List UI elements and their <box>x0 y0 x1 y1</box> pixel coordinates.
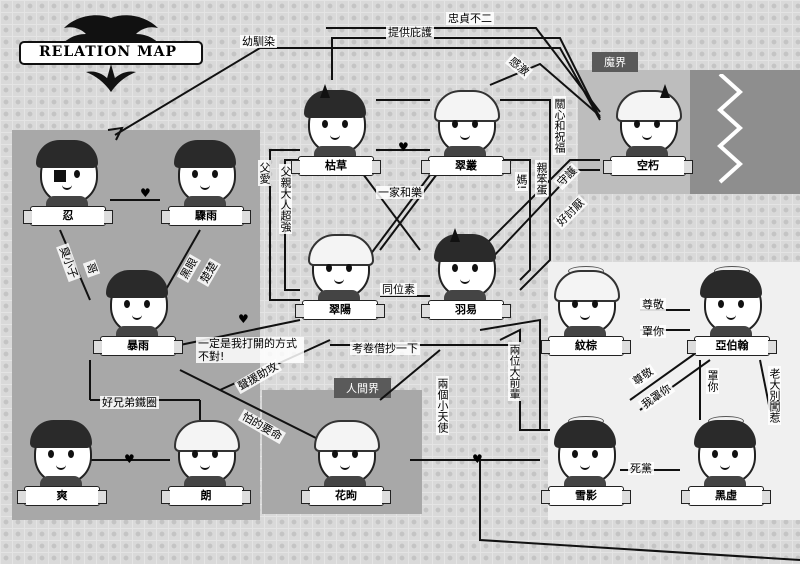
character-name: 紋棕 <box>541 336 631 356</box>
character-node-cuicong[interactable]: 翠叢 <box>420 90 511 180</box>
heart-icon: ♥ <box>398 140 409 154</box>
edge-label-xiaotianshi: 兩個小天使 <box>436 376 449 435</box>
character-name: 爽 <box>17 486 107 506</box>
character-node-yuyi[interactable]: 羽易 <box>420 228 511 324</box>
character-node-cuiyang[interactable]: 翠陽 <box>294 234 385 324</box>
edge-label-zhongzhenbuer: 忠貞不二 <box>446 12 494 25</box>
edge-label-youxunran: 幼馴染 <box>240 35 277 48</box>
edge-label-laoda: 老大別闖惹 <box>768 366 781 425</box>
edge-label-tongweisu: 同位素 <box>380 283 417 296</box>
edge-label-ma: 媽! <box>515 172 528 192</box>
heart-icon: ♥ <box>124 452 135 466</box>
character-name: 羽易 <box>421 300 511 320</box>
edge-label-guanxinhezhufu: 關心和祝福 <box>553 96 566 155</box>
character-node-xueying[interactable]: 雪影 <box>540 416 631 510</box>
character-node-ren[interactable]: 忍 <box>22 140 113 230</box>
character-node-kongxiu[interactable]: 空朽 <box>602 84 693 180</box>
edge-label-qinbendan: 親笨蛋 <box>535 160 548 197</box>
character-name: 暴雨 <box>93 336 183 356</box>
character-node-yabohan[interactable]: 亞伯翰 <box>686 266 777 360</box>
heart-icon: ♥ <box>472 452 483 466</box>
character-node-kucao[interactable]: 枯草 <box>290 84 381 180</box>
character-node-wenzong[interactable]: 紋棕 <box>540 266 631 360</box>
edge-label-yijiaheyue: 一家和樂 <box>376 186 424 199</box>
character-node-huaxu[interactable]: 花昫 <box>300 420 391 510</box>
zone-label-demon: 魔界 <box>592 52 638 72</box>
edge-label-zunjing: 尊敬 <box>640 298 666 311</box>
edge-label-dakaifangshi: 一定是我打開的方式不對! <box>196 337 304 363</box>
character-name: 忍 <box>23 206 113 226</box>
edge-label-fuqindarenchaoqiang: 父親大人超強 <box>279 164 292 234</box>
character-name: 花昫 <box>301 486 391 506</box>
character-name: 亞伯翰 <box>687 336 777 356</box>
edge-label-fuai: 父愛 <box>258 160 271 186</box>
character-node-lang[interactable]: 朗 <box>160 420 251 510</box>
zone-demon-dark-strip <box>690 70 800 194</box>
character-name: 驟雨 <box>161 206 251 226</box>
logo-title: RELATION MAP <box>39 44 177 60</box>
edge-label-zhaoni2: 罩你 <box>706 368 719 394</box>
relation-map-logo <box>19 15 203 92</box>
character-node-heixu[interactable]: 黑虛 <box>680 416 771 510</box>
zone-label-human: 人間界 <box>334 378 391 398</box>
edge-label-sidang: 死黨 <box>628 462 654 475</box>
edge-label-kaojuan: 考卷借抄一下 <box>350 342 420 355</box>
character-name: 翠陽 <box>295 300 385 320</box>
zigzag-divider <box>717 74 743 184</box>
character-name: 翠叢 <box>421 156 511 176</box>
heart-icon: ♥ <box>140 186 151 200</box>
character-name: 雪影 <box>541 486 631 506</box>
character-node-zhouyu[interactable]: 驟雨 <box>160 140 251 230</box>
heart-icon: ♥ <box>238 312 249 326</box>
character-name: 黑虛 <box>681 486 771 506</box>
edge-label-haoxiongdi: 好兄弟鐵圈 <box>100 396 159 409</box>
character-name: 空朽 <box>603 156 693 176</box>
edge-label-daqianbei: 兩位大前輩 <box>508 342 521 401</box>
edge-label-tigongbihu: 提供庇護 <box>386 26 434 39</box>
character-node-shuang[interactable]: 爽 <box>16 420 107 510</box>
edge-label-zhaoni: 罩你 <box>640 325 666 338</box>
character-name: 朗 <box>161 486 251 506</box>
character-name: 枯草 <box>291 156 381 176</box>
character-node-baoyu[interactable]: 暴雨 <box>92 270 183 360</box>
